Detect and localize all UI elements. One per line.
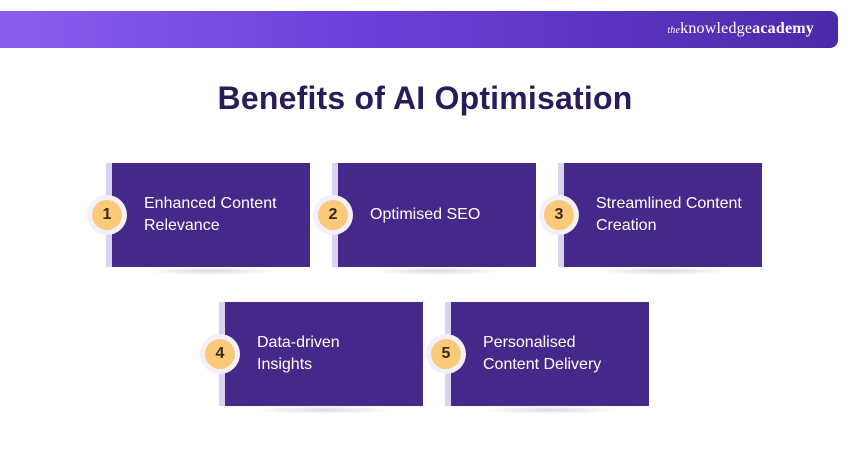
card-label-4: Data-driven Insights [257,334,340,373]
header-bar: theknowledgeacademy [0,11,838,48]
benefit-card-3: 3 Streamlined Content Creation [544,163,762,275]
benefit-card-5: 5 Personalised Content Delivery [431,302,649,414]
card-shadow [594,267,732,275]
card-label-3: Streamlined Content Creation [596,195,742,234]
number-badge-2: 2 [318,200,348,230]
card-shadow [481,406,619,414]
card-label-5: Personalised Content Delivery [483,334,602,373]
brand-the: the [667,25,681,36]
card-label-2: Optimised SEO [370,206,481,223]
card-label-1: Enhanced Content Relevance [144,195,277,234]
benefit-card-1: 1 Enhanced Content Relevance [92,163,310,275]
brand-academy: academy [752,20,814,37]
card-shadow [142,267,280,275]
benefit-card-2: 2 Optimised SEO [318,163,536,275]
brand-logo: theknowledgeacademy [667,20,814,38]
card-shadow [255,406,393,414]
number-badge-3: 3 [544,200,574,230]
number-badge-1: 1 [92,200,122,230]
page-title: Benefits of AI Optimisation [217,80,633,116]
number-badge-5: 5 [431,339,461,369]
brand-knowledge: knowledge [680,20,753,37]
number-badge-4: 4 [205,339,235,369]
benefit-card-4: 4 Data-driven Insights [205,302,423,414]
card-shadow [368,267,506,275]
